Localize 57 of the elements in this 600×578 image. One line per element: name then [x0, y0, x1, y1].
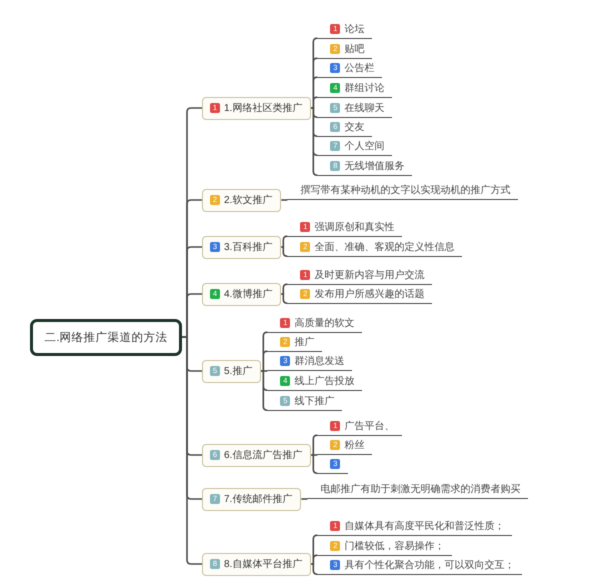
branch-line — [311, 107, 318, 176]
topic-box — [202, 488, 302, 510]
branch-line — [301, 498, 308, 500]
subtopic-text: 群组讨论 — [344, 82, 384, 95]
branch-line — [311, 554, 318, 565]
subtopic-text: 具有个性化聚合功能，可以双向交互； — [344, 558, 514, 572]
subtopic-text: 群消息发送 — [294, 354, 344, 368]
branch-line — [261, 350, 268, 372]
topic-box — [202, 360, 262, 382]
root-topic-box — [30, 318, 182, 356]
topic-box — [202, 444, 312, 466]
topic-text: 2.软文推广 — [224, 194, 272, 207]
subtopic-text: 高质量的软文 — [294, 316, 354, 330]
note-text: 电邮推广有助于刺激无明确需求的消费者购买 — [320, 482, 520, 496]
subtopic-text: 论坛 — [344, 23, 364, 36]
branch-line — [281, 283, 288, 295]
branch-line — [311, 434, 318, 456]
branch-line — [281, 293, 288, 304]
branch-line — [281, 199, 288, 201]
branch-line — [281, 246, 288, 257]
branch-line — [311, 563, 318, 575]
branch-line — [311, 96, 318, 109]
subtopic-text: 在线聊天 — [344, 102, 384, 115]
topic-text: 7.传统邮件推广 — [224, 492, 292, 506]
topic-box — [202, 282, 282, 306]
subtopic-text: 广告平台、 — [344, 420, 394, 433]
root-topic-text: 二.网络推广渠道的方法 — [44, 330, 168, 344]
topic-text: 5.推广 — [224, 364, 252, 378]
subtopic-text: 自媒体具有高度平民化和普泛性质； — [344, 520, 504, 533]
subtopic-text: 贴吧 — [344, 42, 364, 56]
topic-box — [202, 552, 312, 576]
subtopic-text: 无线增值服务 — [344, 160, 404, 173]
subtopic-text: 个人空间 — [344, 140, 384, 153]
subtopic-text: 门槛较低，容易操作； — [344, 540, 444, 553]
topic-text: 4.微博推广 — [224, 288, 272, 301]
topic-box — [202, 96, 312, 120]
subtopic-text: 强调原创和真实性 — [314, 220, 394, 234]
subtopic-text: 全面、准确、客观的定义性信息 — [314, 240, 454, 254]
subtopic-text: 公告栏 — [344, 62, 374, 75]
subtopic-text: 发布用户所感兴趣的话题 — [314, 288, 424, 301]
subtopic-text: 交友 — [344, 120, 364, 134]
subtopic-text: 线上广告投放 — [294, 374, 354, 388]
branch-line — [311, 454, 318, 474]
topic-text: 8.自媒体平台推广 — [224, 558, 302, 571]
topic-text: 3.百科推广 — [224, 240, 272, 254]
branch-line — [182, 336, 202, 565]
subtopic-text: 粉丝 — [344, 438, 364, 452]
branch-line — [281, 235, 288, 248]
subtopic-text: 推广 — [294, 336, 314, 349]
topic-box — [202, 188, 282, 212]
topic-box — [202, 236, 282, 258]
subtopic-text: 线下推广 — [294, 394, 334, 408]
branch-line — [261, 370, 268, 411]
subtopic-text: 及时更新内容与用户交流 — [314, 268, 424, 282]
topic-text: 6.信息流广告推广 — [224, 448, 302, 462]
topic-text: 1.网络社区类推广 — [224, 102, 302, 115]
note-text: 撰写带有某种动机的文字以实现动机的推广方式 — [300, 184, 510, 197]
